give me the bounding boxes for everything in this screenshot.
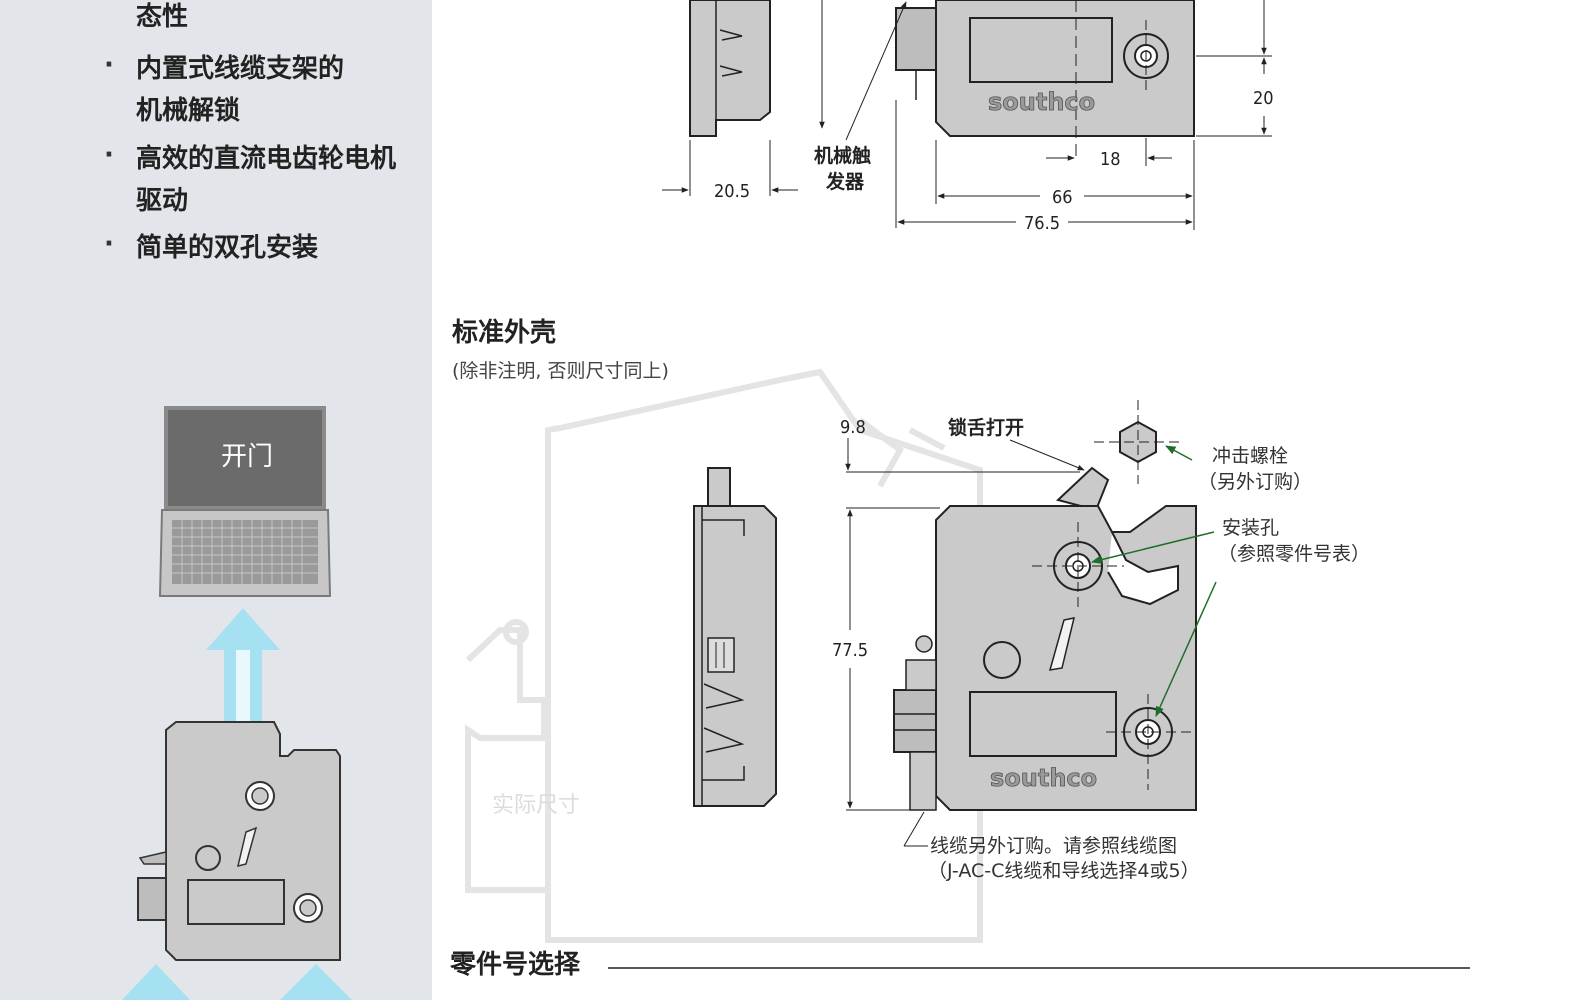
trigger-label-line2: 发器: [825, 170, 865, 193]
bolt-open-label: 锁舌打开: [948, 416, 1024, 439]
dimension-body-width: 66: [1052, 187, 1073, 208]
latch-front-view: [893, 466, 1197, 811]
feature-line: 内置式线缆支架的: [136, 54, 345, 84]
actual-size-watermark: [465, 368, 983, 943]
bullet-dot: ·: [104, 50, 114, 80]
dimension-bottom-offset: 20: [1253, 88, 1274, 109]
open-door-screen-label: 开门: [220, 442, 273, 472]
dimension-overall-width: 76.5: [1024, 213, 1060, 234]
trigger-label-line1: 机械触: [814, 144, 871, 167]
bullet-dot: ·: [104, 229, 114, 259]
strike-bolt-label-line2: （另外订购）: [1198, 471, 1312, 493]
dimension-hole-spacing: 18: [1100, 149, 1121, 170]
arrow-up-icon: [206, 608, 280, 722]
section-title-part-number: 零件号选择: [450, 950, 581, 980]
cable-note-line2: （J-AC-C线缆和导线选择4或5）: [928, 860, 1200, 882]
section-note: (除非注明, 否则尺寸同上): [452, 360, 669, 382]
dimension-height: 77.5: [832, 640, 868, 661]
section-title-standard-housing: 标准外壳: [452, 318, 557, 348]
feature-line: 驱动: [136, 186, 189, 216]
laptop-icon: [158, 406, 332, 597]
strike-bolt-icon: [1094, 400, 1180, 484]
strike-bolt-label-line1: 冲击螺栓: [1212, 445, 1288, 467]
arrow-up-icon: [280, 964, 352, 1000]
bullet-dot: ·: [104, 140, 114, 170]
feature-line: 高效的直流电齿轮电机: [136, 144, 397, 174]
brand-logo: southco: [990, 764, 1097, 792]
cable-note-line1: 线缆另外订购。请参照线缆图: [930, 835, 1177, 857]
latch-side-view-top: [689, 0, 771, 137]
arrow-up-icon: [122, 964, 190, 1000]
latch-thumbnail-icon: [137, 721, 341, 961]
latch-side-view: [693, 467, 777, 807]
brand-logo-top: southco: [988, 88, 1095, 116]
dimension-bolt-offset: 9.8: [840, 417, 866, 438]
mount-hole-label-line1: 安装孔: [1222, 517, 1279, 539]
feature-line: 机械解锁: [136, 96, 241, 126]
feature-line: 态性: [136, 2, 189, 32]
mount-hole-label-line2: （参照零件号表）: [1218, 543, 1370, 565]
latch-front-view-top: [895, 0, 1195, 160]
feature-line: 简单的双孔安装: [136, 233, 319, 263]
watermark-label: 实际尺寸: [492, 793, 580, 818]
dimension-depth: 20.5: [714, 181, 750, 202]
